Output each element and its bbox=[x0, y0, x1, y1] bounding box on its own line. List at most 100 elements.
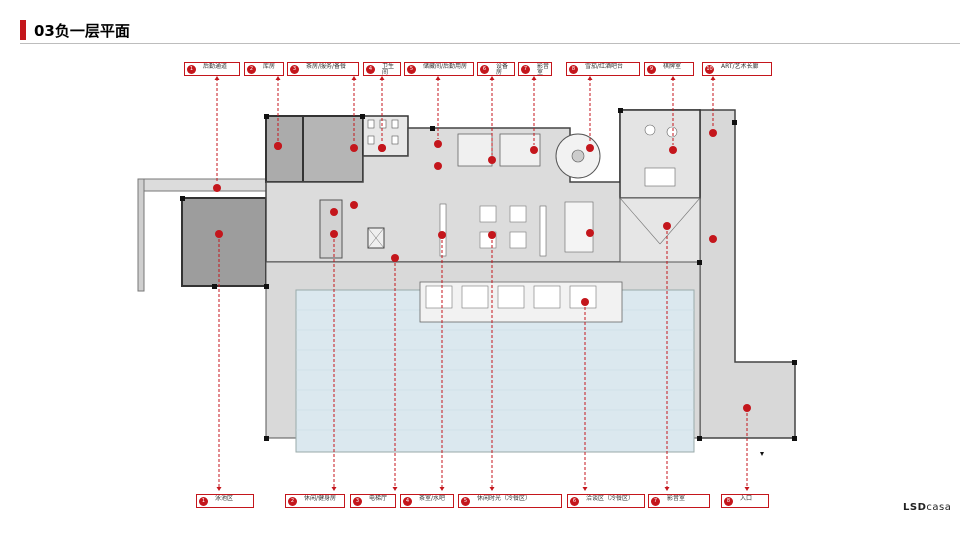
label-text: 影音室 bbox=[537, 63, 550, 76]
top-label-2: 2 库房 bbox=[244, 62, 284, 76]
elevator-cross bbox=[367, 227, 385, 249]
lounge-table bbox=[644, 167, 676, 187]
leader-arrowhead bbox=[214, 76, 220, 80]
bottom-label-6: 6 洽谈区（冷餐区） bbox=[567, 494, 645, 508]
room-marker-dot bbox=[669, 146, 677, 154]
label-number-badge: 2 bbox=[288, 497, 297, 506]
room-marker-dot bbox=[350, 201, 358, 209]
room-marker-dot bbox=[586, 144, 594, 152]
label-text: 茶室/水吧 bbox=[419, 495, 446, 502]
lounge-sofa-set bbox=[564, 201, 594, 253]
lounge-chair bbox=[666, 126, 678, 138]
structural-columns bbox=[180, 108, 797, 441]
room-marker-dot bbox=[709, 235, 717, 243]
page-title: 03负一层平面 bbox=[34, 22, 130, 40]
label-number-badge: 8 bbox=[569, 65, 578, 74]
room-marker-dot bbox=[438, 231, 446, 239]
lounge-chair bbox=[644, 124, 656, 136]
title-accent-bar bbox=[20, 20, 26, 40]
toilet-fixtures bbox=[367, 119, 399, 145]
leader-arrowhead bbox=[392, 487, 398, 491]
chess-room-diagonal bbox=[619, 197, 661, 245]
room-marker-dot bbox=[434, 140, 442, 148]
room-marker-dot bbox=[743, 404, 751, 412]
top-label-5: 5 储藏间/后勤用房 bbox=[404, 62, 474, 76]
label-text: 棋牌室 bbox=[663, 63, 682, 70]
label-number-badge: 4 bbox=[366, 65, 375, 74]
label-text: 设备房 bbox=[496, 63, 509, 76]
label-number-badge: 5 bbox=[407, 65, 416, 74]
leader-arrowhead bbox=[664, 487, 670, 491]
room-marker-dot bbox=[330, 208, 338, 216]
label-number-badge: 7 bbox=[651, 497, 660, 506]
label-number-badge: 3 bbox=[290, 65, 299, 74]
top-label-6: 6 设备房 bbox=[477, 62, 515, 76]
deck-seats bbox=[425, 285, 597, 309]
label-text: 影音室 bbox=[667, 495, 686, 502]
room-marker-dot bbox=[330, 230, 338, 238]
top-label-9: 9 棋牌室 bbox=[644, 62, 694, 76]
label-number-badge: 2 bbox=[247, 65, 256, 74]
label-text: 入口 bbox=[740, 495, 753, 502]
label-text: 卫生间 bbox=[382, 63, 395, 76]
label-text: 洽谈区（冷餐区） bbox=[586, 495, 635, 502]
room-marker-dot bbox=[663, 222, 671, 230]
bottom-label-2: 2 休闲/健身房 bbox=[285, 494, 345, 508]
room-marker-dot bbox=[215, 230, 223, 238]
leader-arrowhead bbox=[531, 76, 537, 80]
label-text: 储藏间/后勤用房 bbox=[423, 63, 468, 70]
leader-arrowhead bbox=[489, 487, 495, 491]
top-label-3: 3 茶房/服务/备餐 bbox=[287, 62, 359, 76]
label-number-badge: 6 bbox=[570, 497, 579, 506]
label-number-badge: 4 bbox=[403, 497, 412, 506]
leader-arrowhead bbox=[489, 76, 495, 80]
room-marker-dot bbox=[530, 146, 538, 154]
leader-arrowhead bbox=[710, 76, 716, 80]
room-marker-dot bbox=[213, 184, 221, 192]
label-number-badge: 5 bbox=[461, 497, 470, 506]
label-text: 雪茄/红酒吧台 bbox=[585, 63, 624, 70]
top-label-4: 4 卫生间 bbox=[363, 62, 401, 76]
leader-arrowhead bbox=[351, 76, 357, 80]
leader-arrowhead bbox=[439, 487, 445, 491]
leader-arrowhead bbox=[587, 76, 593, 80]
label-text: 休闲时光（冷餐区） bbox=[477, 495, 532, 502]
label-text: 茶房/服务/备餐 bbox=[306, 63, 347, 70]
room-marker-dot bbox=[709, 129, 717, 137]
tea-room-sofa bbox=[457, 133, 493, 167]
top-label-8: 8 雪茄/红酒吧台 bbox=[566, 62, 640, 76]
label-number-badge: 3 bbox=[353, 497, 362, 506]
leader-arrowhead bbox=[582, 487, 588, 491]
label-number-badge: 1 bbox=[199, 497, 208, 506]
brand-logo: LSDcasa bbox=[903, 502, 952, 513]
bottom-label-5: 5 休闲时光（冷餐区） bbox=[458, 494, 562, 508]
label-text: 库房 bbox=[263, 63, 276, 70]
leader-arrowhead bbox=[744, 487, 750, 491]
bottom-label-4: 4 茶室/水吧 bbox=[400, 494, 454, 508]
art-corridor bbox=[699, 109, 796, 439]
label-text: ART/艺术长廊 bbox=[721, 63, 759, 70]
leader-arrowhead bbox=[379, 76, 385, 80]
leader-arrowhead bbox=[435, 76, 441, 80]
room-marker-dot bbox=[350, 144, 358, 152]
room-marker-dot bbox=[488, 156, 496, 164]
room-marker-dot bbox=[586, 229, 594, 237]
label-number-badge: 10 bbox=[705, 65, 714, 74]
display-counter bbox=[539, 205, 547, 257]
room-marker-dot bbox=[274, 142, 282, 150]
bar-counter bbox=[439, 203, 447, 257]
label-text: 后勤通道 bbox=[203, 63, 228, 70]
label-text: 休闲/健身房 bbox=[304, 495, 337, 502]
leader-arrowhead bbox=[275, 76, 281, 80]
room-marker-dot bbox=[434, 162, 442, 170]
label-number-badge: 6 bbox=[480, 65, 489, 74]
back-of-house-room bbox=[265, 115, 304, 183]
chess-room bbox=[619, 197, 701, 263]
label-number-badge: 7 bbox=[521, 65, 530, 74]
label-number-badge: 9 bbox=[647, 65, 656, 74]
room-marker-dot bbox=[488, 231, 496, 239]
